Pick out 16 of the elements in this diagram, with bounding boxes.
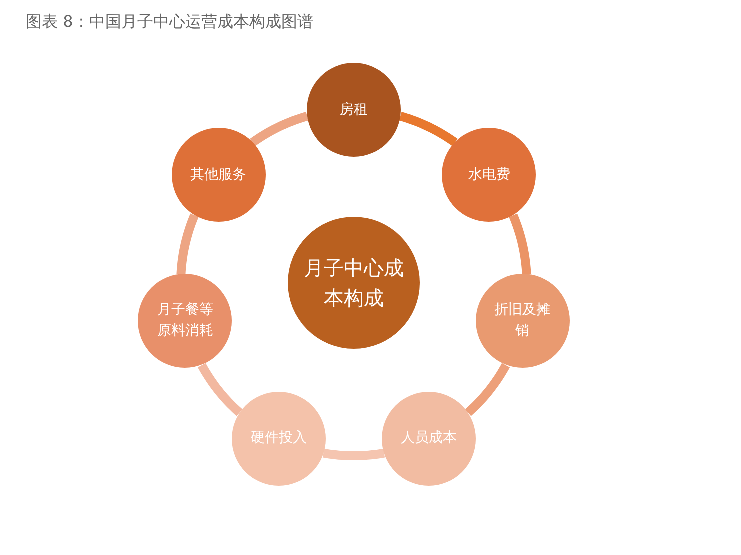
node-label: 月子餐等原料消耗 xyxy=(156,301,214,342)
node-label: 水电费 xyxy=(467,166,512,185)
node-label: 人员成本 xyxy=(400,429,458,448)
ring-connector xyxy=(322,448,386,460)
ring-connector xyxy=(250,112,309,146)
ring-connector xyxy=(176,214,199,276)
node-label: 月子中心成本构成 xyxy=(304,255,404,312)
ring-connector xyxy=(399,112,458,146)
node-label: 硬件投入 xyxy=(250,429,308,448)
node-label: 其他服务 xyxy=(190,166,248,185)
node-label: 房租 xyxy=(339,100,369,120)
figure-title: 图表 8：中国月子中心运营成本构成图谱 xyxy=(26,12,314,33)
node-label: 折旧及摊销 xyxy=(494,301,552,342)
ring-connector xyxy=(465,363,510,416)
ring-connector xyxy=(509,214,532,276)
ring-connector xyxy=(198,363,243,416)
